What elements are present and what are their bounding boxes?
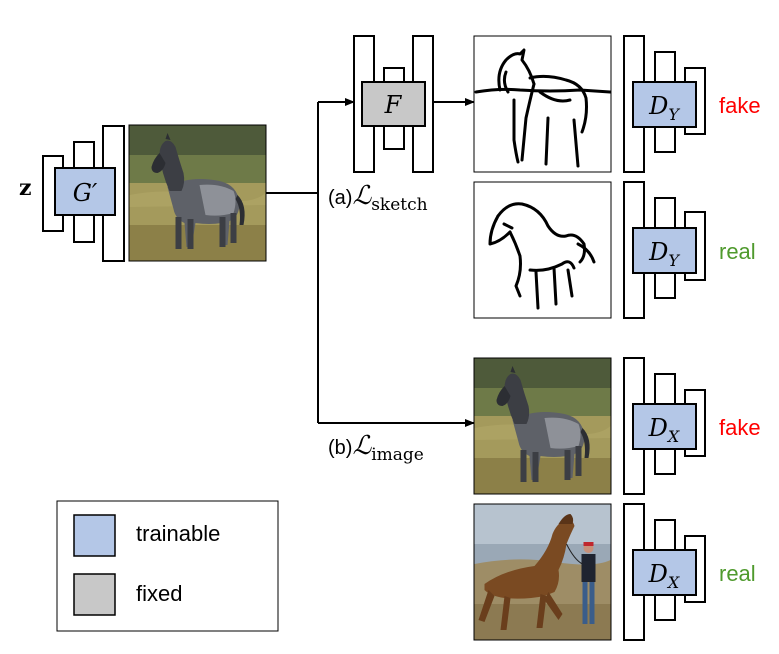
latent-z-label: z	[19, 175, 32, 201]
verdict-fake-1: fake	[719, 93, 761, 118]
generator-box	[54, 167, 116, 216]
discriminator-3-box	[632, 403, 697, 450]
discriminator-1: DY	[623, 35, 706, 173]
discriminator-4-box	[632, 549, 697, 596]
discriminator-2-label: DY	[648, 238, 680, 270]
verdict-fake-2: fake	[719, 415, 761, 440]
discriminator-3: DX	[623, 357, 706, 495]
discriminator-4-label: DX	[648, 560, 680, 592]
legend: trainable fixed	[56, 500, 279, 632]
loss-image-symbol: ℒ	[352, 431, 372, 461]
legend-label-trainable: trainable	[136, 521, 220, 546]
sketch-network-F: F	[353, 35, 434, 173]
verdict-real-2: real	[719, 561, 756, 586]
discriminator-2-box	[632, 227, 697, 274]
discriminator-1-box	[632, 81, 697, 128]
discriminator-4: DX	[623, 503, 706, 641]
loss-image-label: (b)ℒimage	[328, 431, 424, 465]
loss-image-prefix: (b)	[328, 437, 352, 459]
real-horse-bay-image	[473, 503, 612, 641]
loss-sketch-symbol: ℒ	[352, 181, 372, 211]
sketch-real-image	[473, 181, 612, 319]
F-label: F	[384, 91, 403, 119]
discriminator-2: DY	[623, 181, 706, 319]
discriminator-3-label: DX	[648, 414, 680, 446]
loss-sketch-prefix: (a)	[328, 187, 352, 209]
generator-label: G′	[73, 179, 98, 207]
verdict-real-1: real	[719, 239, 756, 264]
real-horse-gray-image	[473, 357, 612, 495]
loss-sketch-label: (a)ℒsketch	[328, 181, 428, 215]
legend-swatch-trainable	[73, 514, 116, 557]
generated-horse-image	[128, 124, 267, 262]
legend-swatch-fixed	[73, 573, 116, 616]
loss-image-subscript: image	[371, 445, 424, 465]
generator-network: G′	[42, 125, 125, 262]
F-box	[361, 81, 426, 127]
legend-label-fixed: fixed	[136, 581, 182, 606]
sketch-generated-image	[473, 35, 612, 173]
loss-sketch-subscript: sketch	[371, 195, 427, 215]
discriminator-1-label: DY	[648, 92, 680, 124]
